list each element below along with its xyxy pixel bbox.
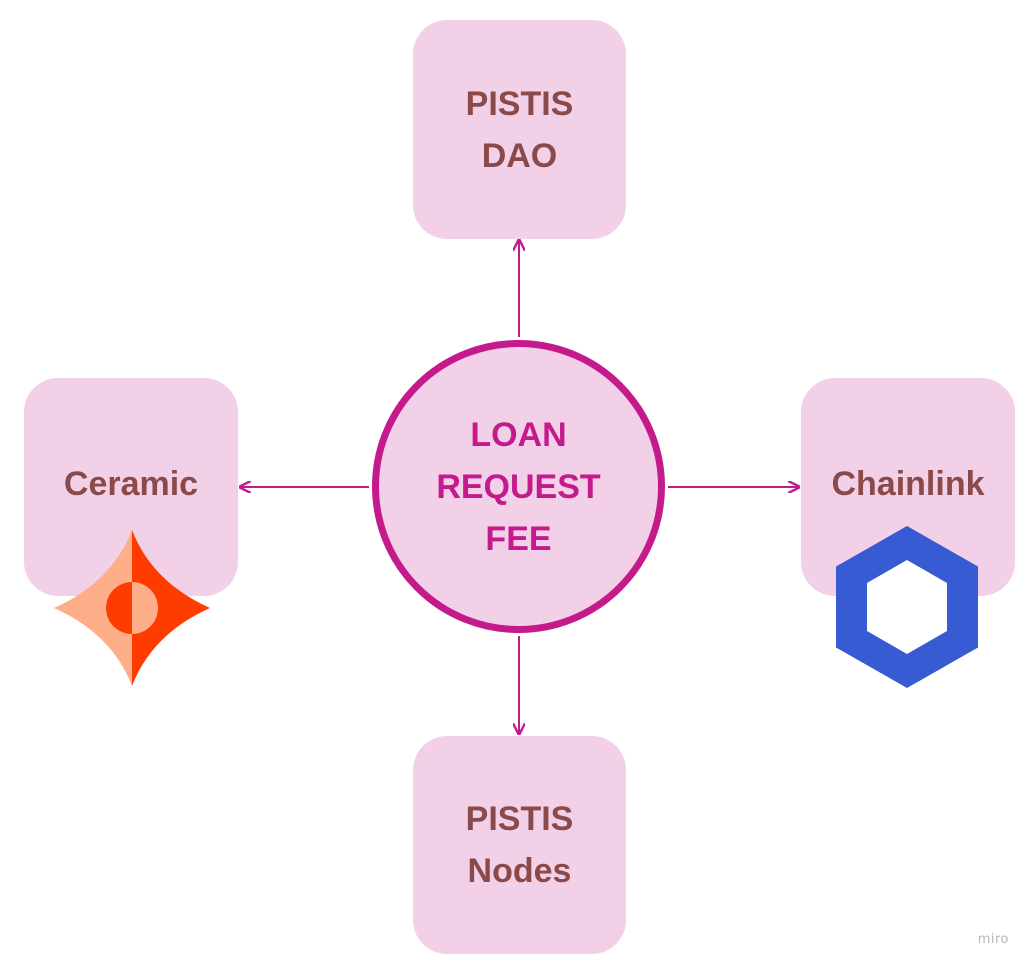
node-pistis-nodes[interactable]: PISTIS Nodes: [413, 736, 626, 954]
node-pistis-nodes-line-2: Nodes: [467, 852, 572, 890]
center-line-1: LOAN: [470, 415, 567, 454]
ceramic-logo-icon: [54, 530, 210, 686]
node-chainlink-label: Chainlink: [831, 465, 985, 503]
miro-watermark: miro: [977, 932, 1009, 947]
node-ceramic-label: Ceramic: [63, 465, 199, 503]
node-pistis-dao-line-2: DAO: [481, 136, 558, 175]
center-node-loan-request-fee[interactable]: LOAN REQUEST FEE: [372, 340, 665, 633]
node-pistis-dao-line-1: PISTIS: [465, 84, 574, 123]
center-line-2: REQUEST: [436, 467, 601, 506]
chainlink-logo-icon: [836, 526, 978, 688]
center-line-3: FEE: [485, 519, 552, 558]
node-pistis-dao[interactable]: PISTIS DAO: [413, 20, 626, 239]
node-pistis-nodes-line-1: PISTIS: [465, 800, 574, 838]
